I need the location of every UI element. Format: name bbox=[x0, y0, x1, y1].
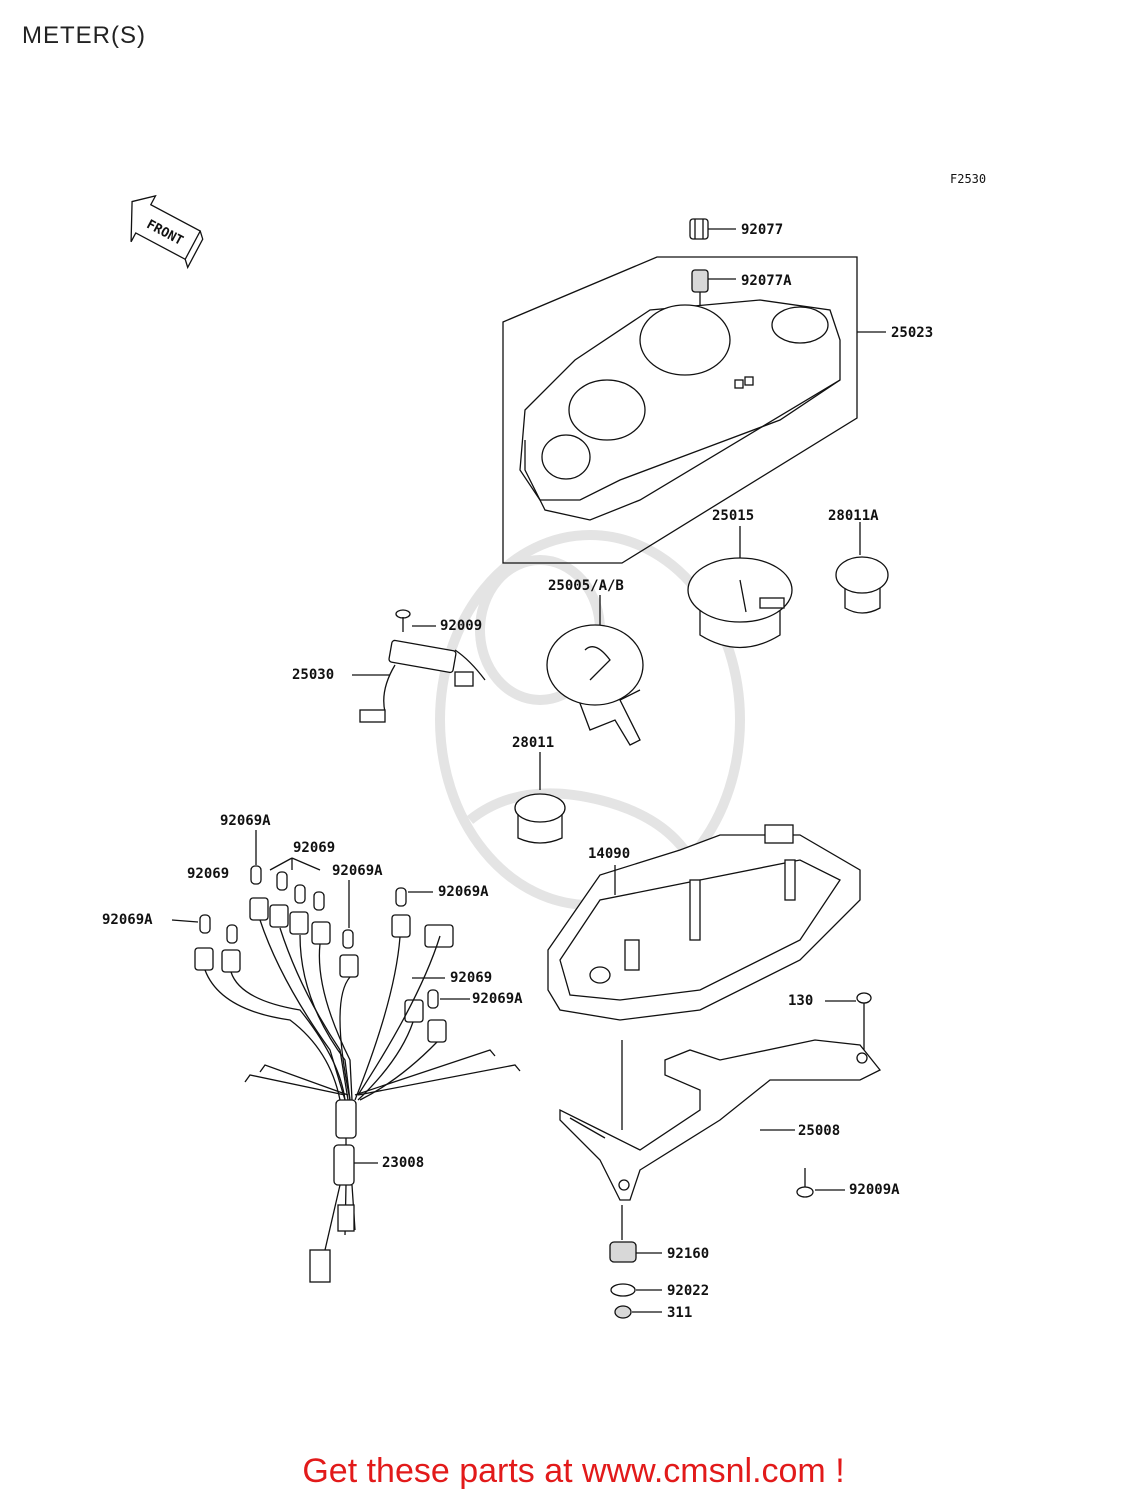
part-label-28011a: 28011A bbox=[828, 508, 879, 524]
front-arrow-icon: FRONT bbox=[130, 194, 204, 270]
housing-14090 bbox=[547, 824, 861, 1130]
part-label-14090: 14090 bbox=[588, 846, 631, 862]
footer-link[interactable]: Get these parts at www.cmsnl.com ! bbox=[302, 1452, 845, 1490]
part-label-130: 130 bbox=[788, 993, 814, 1009]
part-label-92069: 92069 bbox=[293, 840, 336, 856]
knob-92077 bbox=[689, 218, 736, 240]
meter-25005 bbox=[546, 595, 644, 746]
part-label-92160: 92160 bbox=[667, 1246, 710, 1262]
grommet-stack bbox=[609, 1205, 662, 1319]
part-label-25015: 25015 bbox=[712, 508, 755, 524]
page-title: METER(S) bbox=[22, 22, 146, 49]
meter-25015 bbox=[687, 526, 793, 649]
figure-code: F2530 bbox=[950, 172, 987, 186]
part-label-92009a: 92009A bbox=[849, 1182, 900, 1198]
part-label-92069a: 92069A bbox=[102, 912, 153, 928]
module-25030 bbox=[352, 639, 486, 723]
part-label-92077: 92077 bbox=[741, 222, 784, 238]
bolt-92009a bbox=[796, 1168, 845, 1198]
part-label-311: 311 bbox=[667, 1305, 693, 1321]
part-label-25023: 25023 bbox=[891, 325, 934, 341]
bulb-28011 bbox=[514, 752, 566, 844]
part-label-25030: 25030 bbox=[292, 667, 335, 683]
wiring-harness-23008 bbox=[171, 830, 521, 1283]
screw-92009 bbox=[395, 609, 436, 632]
part-label-92009: 92009 bbox=[440, 618, 483, 634]
part-label-92069: 92069 bbox=[187, 866, 230, 882]
part-label-92069a: 92069A bbox=[332, 863, 383, 879]
part-label-92069a: 92069A bbox=[472, 991, 523, 1007]
bracket-25008 bbox=[559, 1039, 882, 1201]
bulb-28011a bbox=[835, 522, 889, 614]
part-label-92069a: 92069A bbox=[220, 813, 271, 829]
part-label-92077a: 92077A bbox=[741, 273, 792, 289]
meter-cover-25023 bbox=[519, 299, 886, 521]
part-label-92022: 92022 bbox=[667, 1283, 710, 1299]
part-label-92069a: 92069A bbox=[438, 884, 489, 900]
part-label-25008: 25008 bbox=[798, 1123, 841, 1139]
part-label-25005: 25005/A/B bbox=[548, 578, 624, 594]
part-label-28011: 28011 bbox=[512, 735, 555, 751]
part-label-23008: 23008 bbox=[382, 1155, 425, 1171]
part-label-92069: 92069 bbox=[450, 970, 493, 986]
screw-130 bbox=[825, 992, 872, 1055]
